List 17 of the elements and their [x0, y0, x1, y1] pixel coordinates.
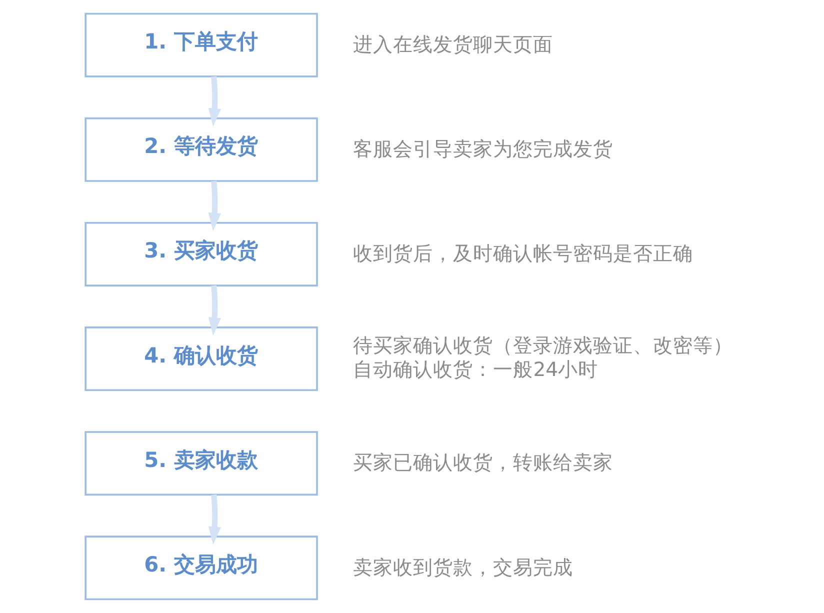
node-label: 客服会引导卖家为您完成发货: [352, 138, 613, 161]
node-box: 4. 确认收货: [84, 326, 318, 392]
arrow: [208, 285, 221, 336]
node-label: 卖家收到货款，交易完成: [352, 556, 573, 579]
arrow: [208, 76, 221, 127]
node-label: 待买家确认收货（登录游戏验证、改密等）: [352, 334, 733, 358]
node-label: 收到货后，及时确认帐号密码是否正确: [352, 242, 693, 266]
node-box: 6. 交易成功: [84, 536, 318, 600]
node-label: 进入在线发货聊天页面: [352, 32, 553, 56]
node-box: 1. 下单支付: [84, 12, 318, 78]
node-box: 5. 卖家收款: [84, 431, 318, 496]
node-label: 自动确认收货：一般24小时: [352, 358, 598, 381]
arrow: [208, 180, 221, 232]
node-label: 买家已确认收货，转账给卖家: [352, 451, 613, 474]
arrow: [208, 494, 221, 545]
node-box: 2. 等待发货: [84, 117, 318, 182]
node-box: 3. 买家收货: [84, 222, 318, 286]
